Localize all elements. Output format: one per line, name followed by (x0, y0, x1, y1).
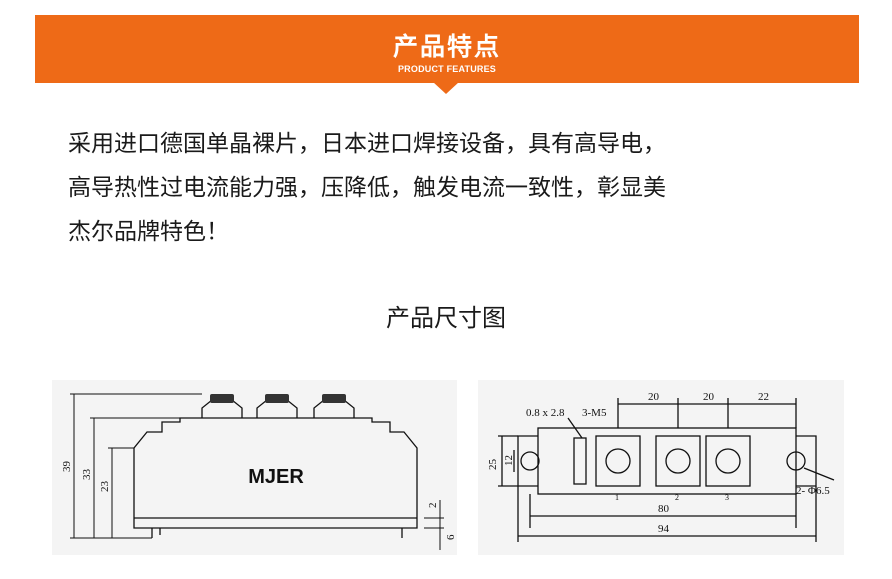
description-line: 高导热性过电流能力强，压降低，触发电流一致性，彰显美 (68, 175, 666, 201)
dim-base-height: 23 (99, 481, 111, 493)
side-view-drawing: 39 33 23 2 6 MJER (52, 380, 457, 555)
dim-inner-width: 12 (503, 455, 515, 466)
dim-total-height: 39 (61, 461, 73, 473)
header-banner: 产品特点 PRODUCT FEATURES (35, 15, 859, 83)
terminal-label: 1 (615, 493, 619, 502)
dim-hole-spacing: 80 (658, 503, 670, 515)
banner-subtitle: PRODUCT FEATURES (397, 64, 497, 74)
dim-pitch-1: 20 (648, 391, 660, 403)
description-line: 杰尔品牌特色！ (68, 219, 229, 245)
banner-title: 产品特点 (392, 32, 501, 61)
banner-pointer (433, 82, 459, 94)
terminal-label: 3 (725, 493, 729, 502)
dim-pitch-2: 20 (703, 391, 715, 403)
dim-total-length: 94 (658, 523, 670, 535)
dim-screw: 3-M5 (582, 407, 607, 419)
brand-label: MJER (248, 466, 304, 488)
description-line: 采用进口德国单晶裸片，日本进口焊接设备，具有高导电， (68, 131, 666, 157)
feature-description: 采用进口德国单晶裸片，日本进口焊接设备，具有高导电， 高导热性过电流能力强，压降… (68, 122, 858, 254)
dim-hole-diameter: 2- Φ6.5 (796, 485, 830, 497)
dim-width: 25 (487, 459, 499, 471)
dimension-section-title: 产品尺寸图 (386, 304, 506, 332)
dim-bottom-height: 6 (445, 534, 457, 540)
top-view-drawing: 0.8 x 2.8 3-M5 20 20 22 25 12 80 94 2- Φ… (478, 380, 844, 555)
dim-tab-size: 0.8 x 2.8 (526, 407, 565, 419)
dim-body-height: 33 (81, 469, 93, 481)
terminal-label: 2 (675, 493, 679, 502)
dim-bottom-gap: 2 (427, 503, 439, 509)
dim-pitch-3: 22 (758, 391, 769, 403)
